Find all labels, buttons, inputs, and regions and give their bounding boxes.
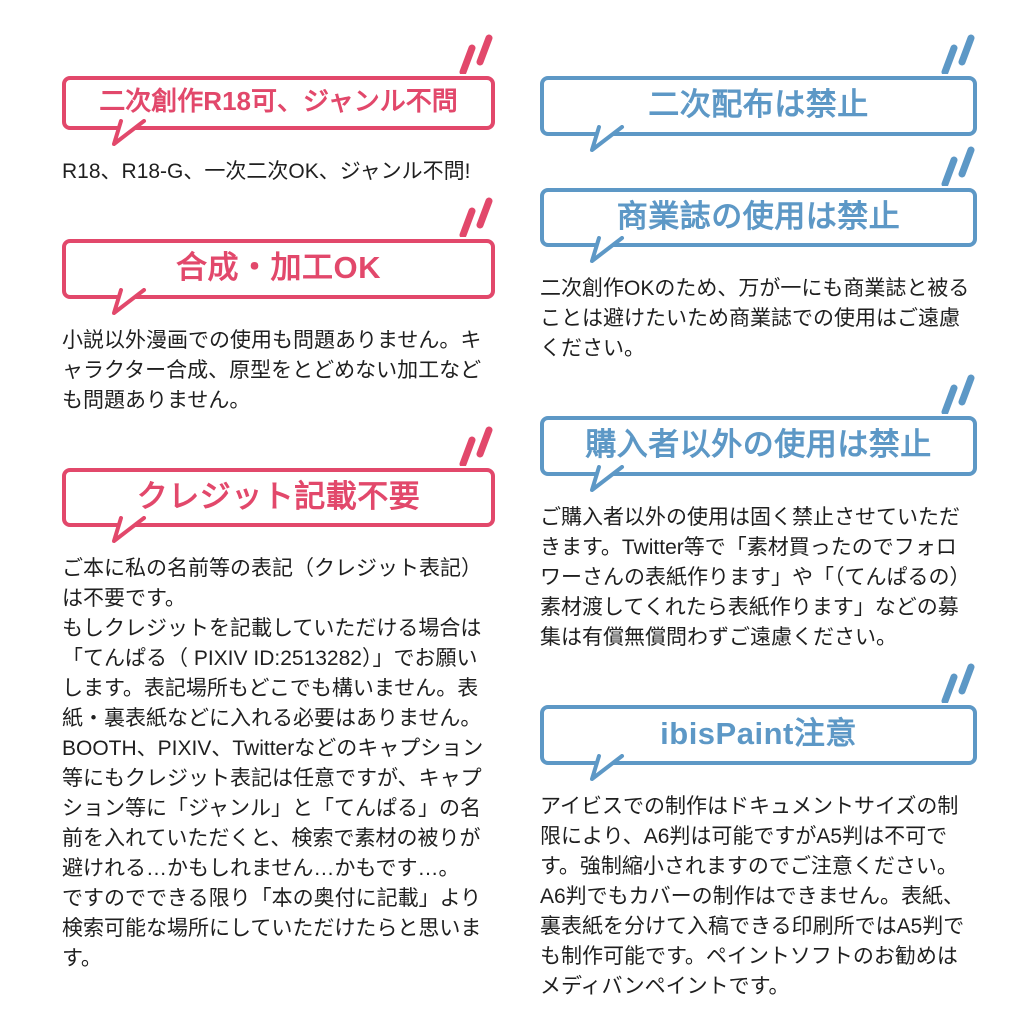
- section-body: R18、R18-G、一次二次OK、ジャンル不問!: [62, 159, 471, 183]
- speech-bubble-tail-icon: [112, 118, 146, 146]
- callout-heading: ibisPaint注意: [660, 715, 857, 751]
- section-body: ご購入者以外の使用は固く禁止させていただきます。Twitter等で「素材買ったの…: [540, 505, 971, 649]
- callout-processing-ok: 合成・加工OK: [62, 197, 495, 315]
- section-body: 二次創作OKのため、万が一にも商業誌と被ることは避けたいため商業誌での使用はご遠…: [540, 277, 970, 361]
- callout-no-nonpurchaser-use: 購入者以外の使用は禁止: [540, 374, 977, 492]
- speech-bubble-tail-icon: [590, 124, 624, 152]
- speech-bubble-tail-icon: [590, 236, 624, 264]
- callout-heading: 商業誌の使用は禁止: [616, 198, 901, 234]
- speech-bubble-tail-icon: [112, 516, 146, 544]
- callout-heading: 二次創作R18可、ジャンル不問: [99, 86, 458, 116]
- section-body: ご本に私の名前等の表記（クレジット表記）は不要です。 もしクレジットを記載してい…: [62, 557, 484, 971]
- emphasis-dashes-icon: [459, 426, 493, 466]
- emphasis-dashes-icon: [941, 34, 975, 74]
- section-no-credit-required: クレジット記載不要 ご本に私の名前等の表記（クレジット表記）は不要です。 もしク…: [62, 426, 495, 975]
- callout-heading: クレジット記載不要: [136, 478, 421, 514]
- callout-no-commercial-use: 商業誌の使用は禁止: [540, 146, 977, 264]
- right-column: 二次配布は禁止 商業誌の使用は禁止 二次創作OKのため、万が一にも商業誌と被るこ…: [540, 34, 977, 998]
- section-ibispaint-warning: ibisPaint注意 アイビスでの制作はドキュメントサイズの制限により、A6判…: [540, 663, 977, 1002]
- section-processing-ok: 合成・加工OK 小説以外漫画での使用も問題ありません。キャラクター合成、原型をと…: [62, 197, 495, 416]
- emphasis-dashes-icon: [459, 197, 493, 237]
- emphasis-dashes-icon: [941, 146, 975, 186]
- emphasis-dashes-icon: [941, 663, 975, 703]
- left-column: 二次創作R18可、ジャンル不問 R18、R18-G、一次二次OK、ジャンル不問!…: [62, 34, 495, 994]
- emphasis-dashes-icon: [941, 374, 975, 415]
- section-body: アイビスでの制作はドキュメントサイズの制限により、A6判は可能ですがA5判は不可…: [540, 794, 965, 998]
- section-no-nonpurchaser-use: 購入者以外の使用は禁止 ご購入者以外の使用は固く禁止させていただきます。Twit…: [540, 374, 977, 653]
- emphasis-dashes-icon: [459, 34, 493, 74]
- callout-no-credit-required: クレジット記載不要: [62, 426, 495, 544]
- speech-bubble-tail-icon: [590, 753, 624, 781]
- callout-ibispaint-warning: ibisPaint注意: [540, 663, 977, 781]
- callout-heading: 合成・加工OK: [176, 249, 381, 285]
- section-body: 小説以外漫画での使用も問題ありません。キャラクター合成、原型をとどめない加工など…: [62, 328, 482, 412]
- section-r18-allowed: 二次創作R18可、ジャンル不問 R18、R18-G、一次二次OK、ジャンル不問!: [62, 34, 495, 187]
- section-no-commercial-use: 商業誌の使用は禁止 二次創作OKのため、万が一にも商業誌と被ることは避けたいため…: [540, 146, 977, 365]
- callout-heading: 購入者以外の使用は禁止: [585, 427, 932, 463]
- section-no-redistribution: 二次配布は禁止: [540, 34, 977, 152]
- callout-r18-allowed: 二次創作R18可、ジャンル不問: [62, 34, 495, 146]
- speech-bubble-tail-icon: [590, 464, 624, 492]
- callout-no-redistribution: 二次配布は禁止: [540, 34, 977, 152]
- callout-heading: 二次配布は禁止: [648, 87, 869, 122]
- speech-bubble-tail-icon: [112, 287, 146, 315]
